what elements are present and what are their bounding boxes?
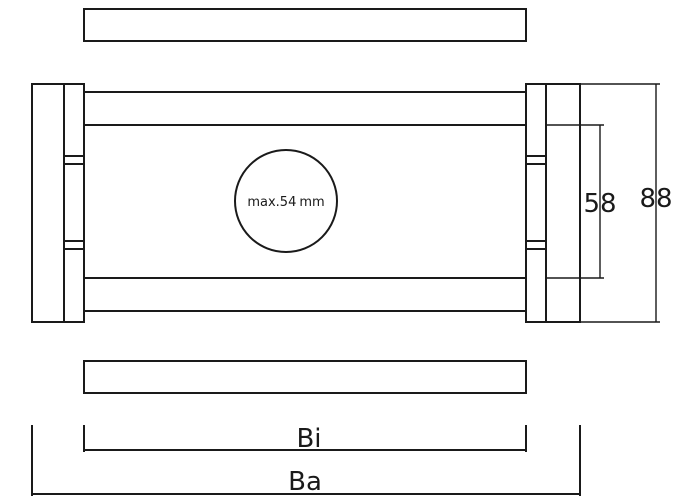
frame-body	[84, 91, 526, 312]
outer-width-label: Ba	[288, 467, 322, 497]
left-side-link	[31, 83, 85, 323]
dimension-line-outer-width	[31, 425, 581, 496]
cable-hole	[234, 149, 338, 253]
dimension-line-inner-width	[83, 425, 527, 452]
inner-height-label: 58	[583, 189, 616, 219]
dimension-line-inner-height	[546, 124, 604, 279]
bottom-cover-strip	[83, 360, 527, 394]
outer-height-label: 88	[639, 184, 672, 214]
right-side-link	[525, 83, 581, 323]
dimension-line-outer-height	[580, 83, 660, 323]
inner-width-label: Bi	[296, 424, 321, 454]
top-cover-strip	[83, 8, 527, 42]
